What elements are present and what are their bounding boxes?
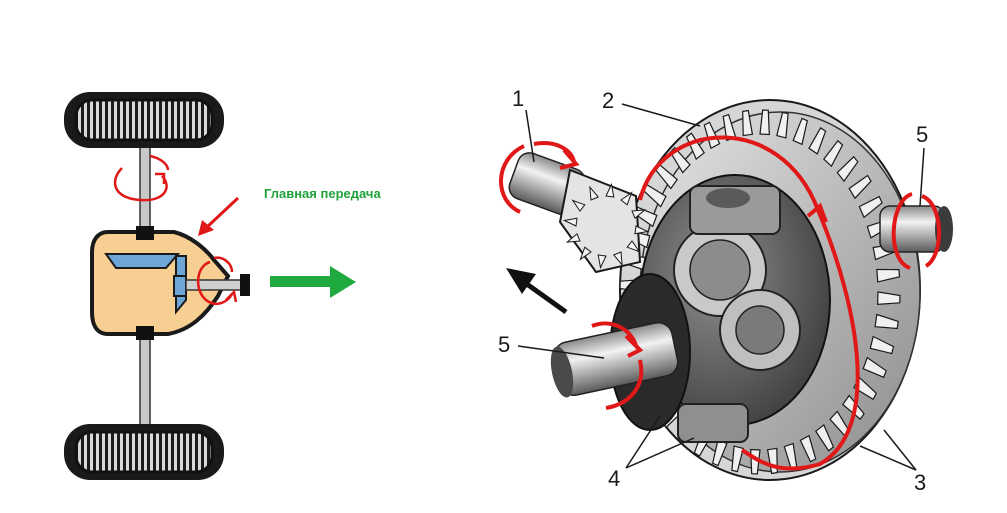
pinion-tooth — [579, 246, 592, 261]
ring-gear-tooth — [848, 174, 872, 200]
callout-lines — [517, 103, 925, 471]
ring-gear-tooth — [858, 195, 883, 219]
ring-gear-tooth — [874, 313, 899, 330]
axle-coupling — [136, 326, 154, 340]
ring-gear-schematic — [104, 253, 187, 315]
pinion-shaft — [185, 279, 243, 291]
callout-3: 3 — [914, 470, 926, 495]
arrow-up-left-icon — [506, 268, 568, 315]
main-gear-caption: Главная передача — [264, 186, 381, 201]
ring-gear-tooth — [792, 117, 808, 146]
ring-gear-tooth — [822, 139, 844, 168]
tire-icon — [64, 92, 224, 148]
pinion-tooth — [562, 217, 578, 227]
pinion-tooth — [626, 240, 641, 253]
rotation-arrow-icon — [113, 154, 170, 202]
differential-cutaway: 1 2 5 5 4 3 — [498, 86, 953, 495]
right-axle-shaft — [879, 205, 953, 253]
pinion-tooth — [597, 254, 607, 270]
pinion-tooth — [589, 185, 600, 201]
ring-gear-tooth — [808, 127, 827, 155]
ring-gear-tooth — [814, 423, 835, 452]
ring-gear-tooth — [869, 335, 895, 355]
rotation-arrow-icon — [891, 192, 941, 270]
tire-icon — [64, 424, 224, 480]
callout-2: 2 — [602, 88, 614, 113]
spider-gears — [673, 223, 801, 371]
ring-gear-tooth — [799, 434, 817, 463]
ring-gear-tooth — [703, 121, 721, 150]
axle-coupling — [136, 226, 154, 240]
pinion-flange — [240, 274, 250, 296]
pinion-tooth — [620, 191, 633, 206]
left-axle-shaft — [550, 273, 691, 431]
ring-gear-tooth — [731, 445, 744, 473]
pinion-tooth — [634, 225, 650, 235]
drive-pinion — [508, 152, 650, 274]
pointer-arrow — [198, 196, 240, 236]
ring-gear-tooth — [836, 155, 859, 183]
rotation-arrow-icon — [197, 256, 238, 305]
ring-gear-tooth — [876, 268, 901, 283]
pinion-tooth — [571, 199, 586, 212]
callout-1: 1 — [512, 86, 524, 111]
ring-gear-tooth — [862, 356, 887, 379]
ring-gear-tooth — [776, 111, 789, 139]
rotation-arrow-icon — [499, 141, 580, 214]
cross-pin — [677, 185, 781, 443]
pinion-tooth — [605, 182, 615, 198]
ring-gear-tooth — [742, 109, 754, 137]
ring-gear-tooth — [759, 109, 770, 136]
vehicle-schematic: Главная передача — [64, 92, 381, 480]
callout-4: 4 — [608, 466, 620, 491]
ring-gear-tooth — [876, 291, 901, 306]
callout-5-right: 5 — [916, 122, 928, 147]
ring-gear-tooth — [669, 146, 691, 174]
rotation-arrow-icon — [638, 135, 860, 471]
rotation-arrow-icon — [591, 321, 644, 410]
pinion-tooth — [565, 232, 581, 243]
arrow-right-icon — [270, 266, 356, 298]
callout-5-left: 5 — [498, 332, 510, 357]
pinion-tooth — [612, 251, 623, 267]
pinion-tooth — [631, 209, 647, 220]
